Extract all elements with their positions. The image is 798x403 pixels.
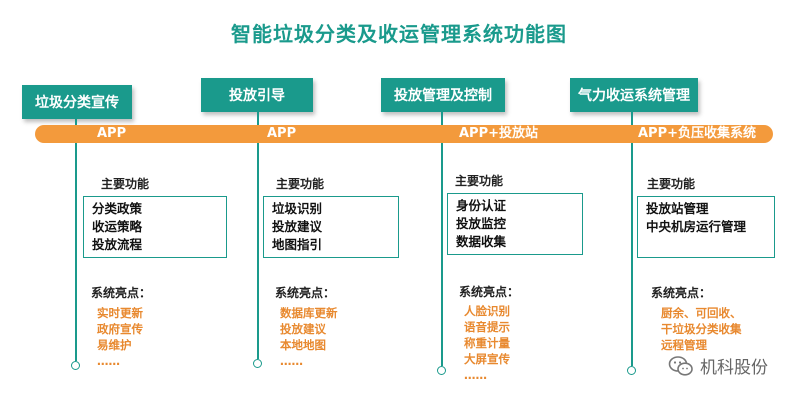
stage-1-function: 投放流程 [92, 237, 143, 252]
stage-4-function: 投放站管理 [646, 201, 709, 216]
diagram-title: 智能垃圾分类及收运管理系统功能图 [231, 22, 567, 46]
stage-4-main-label: 主要功能 [647, 177, 696, 191]
stage-3-highlight: 人脸识别 [464, 304, 510, 318]
stage-4-highlight: 厨余、可回收、 [661, 306, 742, 320]
stage-2-highlight: 投放建议 [280, 322, 326, 336]
stage-1-function: 收运策略 [92, 219, 143, 234]
stage-2-category: 投放引导 [201, 78, 313, 112]
stage-1-platform: APP [97, 126, 127, 141]
stage-2-function: 投放建议 [272, 219, 323, 234]
stage-2-functions-box: 垃圾识别 投放建议 地图指引 [263, 196, 399, 258]
stage-3-main-label: 主要功能 [455, 174, 504, 188]
stage-4-highlights: 厨余、可回收、 干垃圾分类收集 远程管理 [661, 305, 742, 353]
stage-4-line [631, 112, 633, 366]
stage-3-platform: APP+投放站 [459, 126, 539, 141]
stage-1-main-label: 主要功能 [101, 177, 150, 191]
stage-2-function: 垃圾识别 [272, 201, 323, 216]
stage-1-highlight: 政府宣传 [97, 322, 143, 336]
stage-4-highlight: 干垃圾分类收集 [661, 322, 742, 336]
platform-timeline-bar [35, 125, 773, 143]
stage-2-end-dot [253, 359, 262, 368]
stage-1-highlights-label: 系统亮点： [91, 286, 152, 300]
stage-3-highlight: 语音提示 [464, 320, 510, 334]
stage-2-line [257, 112, 259, 359]
stage-4-end-dot [627, 366, 636, 375]
stage-3-function: 数据收集 [456, 234, 507, 249]
stage-3-highlights-label: 系统亮点： [459, 285, 520, 299]
stage-2-highlight: 数据库更新 [280, 306, 338, 320]
stage-2-highlight: 本地地图 [280, 338, 326, 352]
stage-1-highlight: …… [97, 354, 120, 368]
stage-4-functions-box: 投放站管理 中央机房运行管理 [637, 196, 775, 258]
stage-3-highlight: 称重计量 [464, 336, 510, 350]
stage-1-function: 分类政策 [92, 201, 143, 216]
stage-3-highlight: 大屏宣传 [464, 352, 510, 366]
stage-2-function: 地图指引 [272, 237, 323, 252]
stage-1-category: 垃圾分类宣传 [22, 85, 132, 119]
stage-3-category: 投放管理及控制 [381, 78, 505, 112]
stage-2-highlight: …… [280, 354, 303, 368]
stage-1-highlight: 实时更新 [97, 306, 143, 320]
stage-3-end-dot [437, 366, 446, 375]
stage-3-functions-box: 身份认证 投放监控 数据收集 [447, 193, 583, 255]
stage-3-function: 身份认证 [456, 198, 507, 213]
stage-3-line [441, 112, 443, 366]
stage-4-function: 中央机房运行管理 [646, 219, 747, 234]
stage-1-end-dot [71, 361, 80, 370]
stage-3-function: 投放监控 [456, 216, 507, 231]
watermark: 机科股份 [668, 353, 768, 378]
stage-3-highlights: 人脸识别 语音提示 称重计量 大屏宣传 …… [464, 303, 510, 383]
stage-2-platform: APP [267, 126, 297, 141]
stage-4-highlight: 远程管理 [661, 338, 707, 352]
stage-2-highlights: 数据库更新 投放建议 本地地图 …… [280, 305, 338, 369]
stage-2-highlights-label: 系统亮点： [275, 286, 336, 300]
stage-4-highlights-label: 系统亮点： [651, 286, 712, 300]
wechat-icon [668, 355, 693, 376]
stage-3-highlight: …… [464, 368, 487, 382]
stage-1-highlights: 实时更新 政府宣传 易维护 …… [97, 305, 143, 369]
stage-4-platform: APP+负压收集系统 [638, 126, 757, 141]
stage-1-functions-box: 分类政策 收运策略 投放流程 [83, 196, 227, 258]
stage-1-line [75, 119, 77, 361]
stage-1-highlight: 易维护 [97, 338, 132, 352]
watermark-text: 机科股份 [700, 358, 768, 378]
stage-2-main-label: 主要功能 [276, 177, 325, 191]
stage-4-category: 气力收运系统管理 [570, 78, 698, 112]
